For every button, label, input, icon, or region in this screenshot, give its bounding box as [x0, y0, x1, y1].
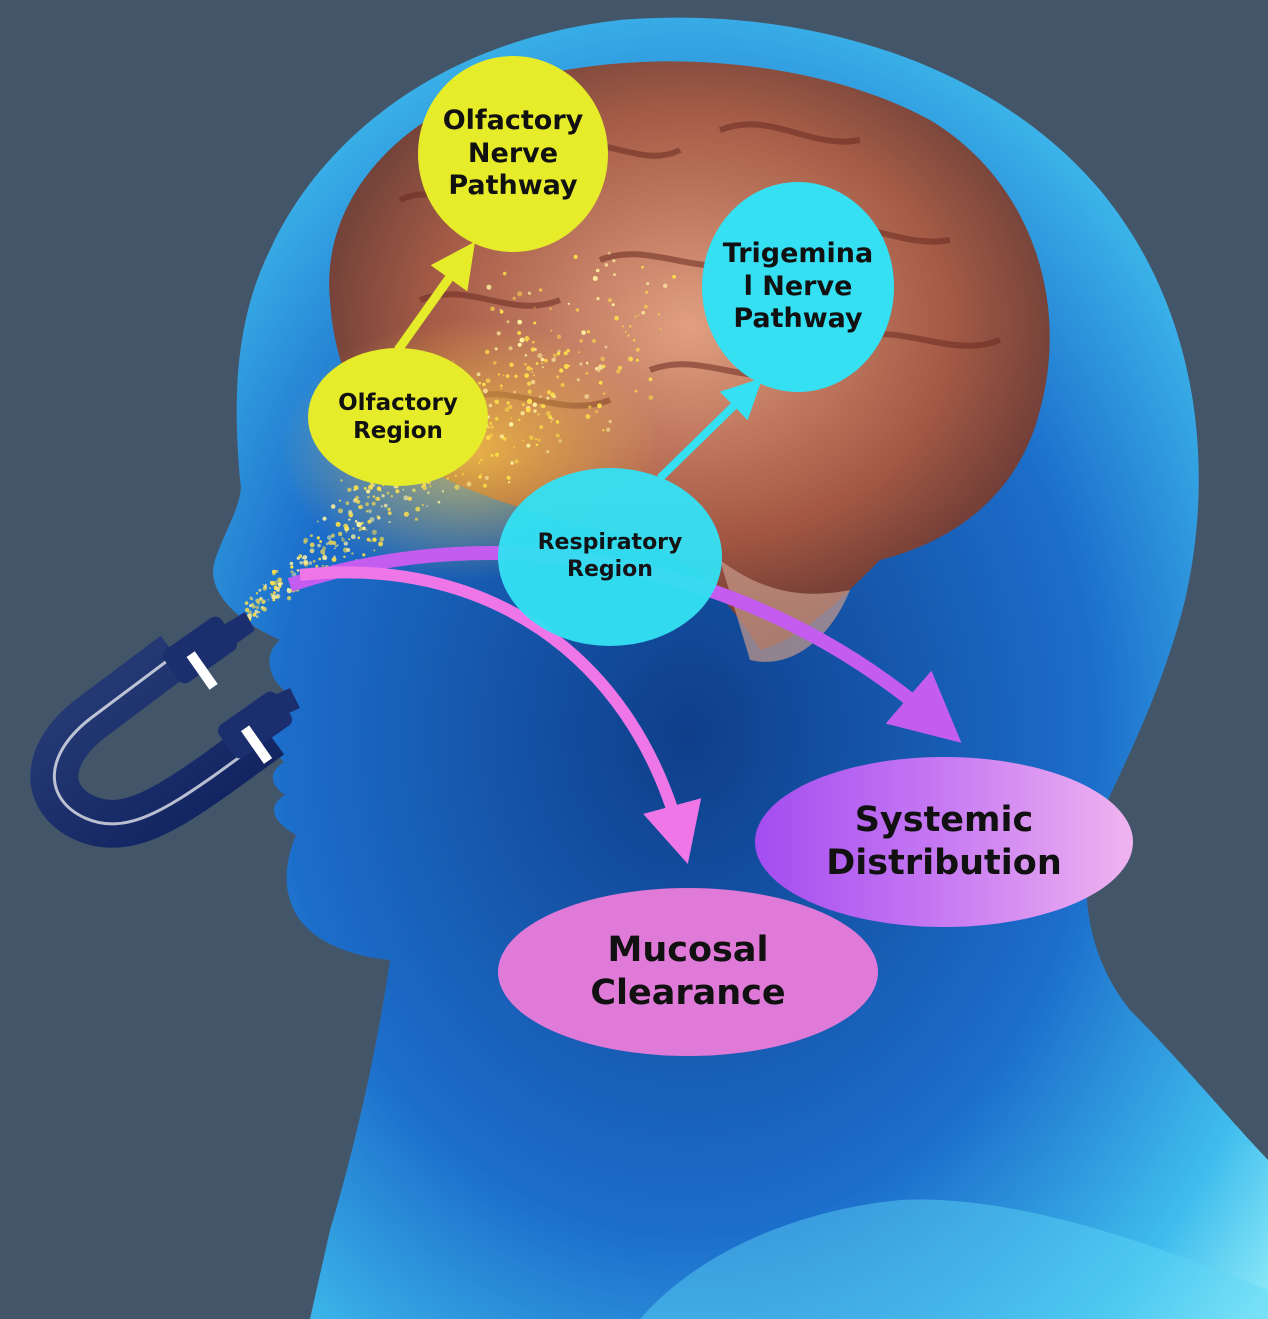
node-mucosal-clearance: Mucosal Clearance: [498, 888, 878, 1056]
node-trigeminal-nerve-pathway: Trigemina l Nerve Pathway: [702, 182, 894, 392]
nasal-spray-device-icon: [54, 612, 300, 824]
node-respiratory-region: Respiratory Region: [498, 468, 722, 646]
node-olfactory-region-label: Olfactory Region: [338, 389, 458, 445]
node-systemic-distribution-label: Systemic Distribution: [826, 799, 1062, 884]
node-olfactory-nerve-pathway-label: Olfactory Nerve Pathway: [443, 105, 584, 204]
node-olfactory-nerve-pathway: Olfactory Nerve Pathway: [418, 56, 608, 252]
node-respiratory-region-label: Respiratory Region: [538, 530, 683, 584]
node-systemic-distribution: Systemic Distribution: [755, 757, 1133, 927]
node-mucosal-clearance-label: Mucosal Clearance: [590, 929, 785, 1014]
node-olfactory-region: Olfactory Region: [308, 348, 488, 486]
node-trigeminal-nerve-pathway-label: Trigemina l Nerve Pathway: [723, 238, 874, 337]
